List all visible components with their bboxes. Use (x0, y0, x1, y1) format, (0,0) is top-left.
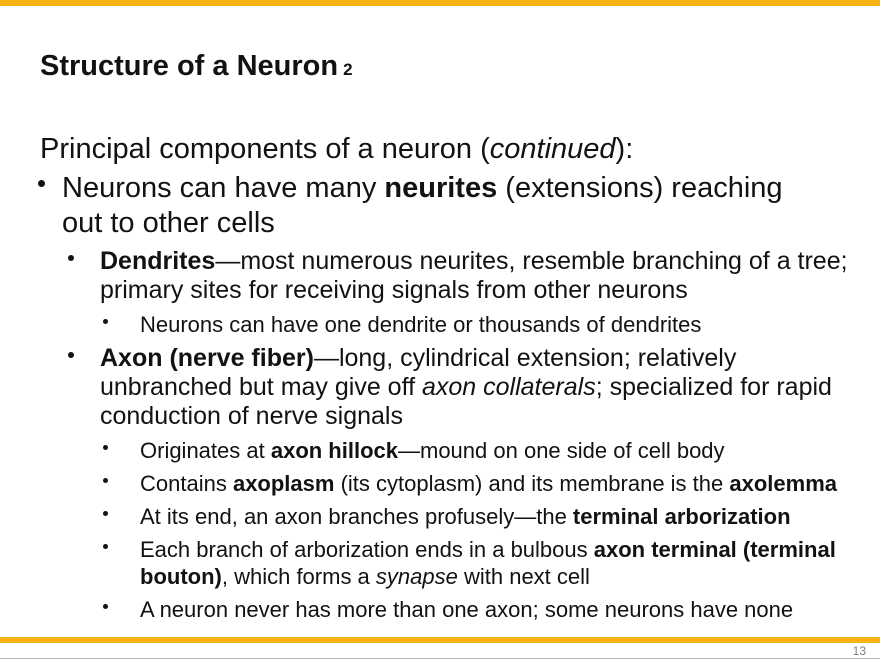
bullet-list: Neurons can have many neurites (extensio… (0, 171, 872, 623)
bullet-marker (103, 503, 140, 516)
top-accent-bar (0, 0, 880, 6)
bullet-dot-icon (103, 445, 108, 450)
bullet-item: Neurons can have many neurites (extensio… (0, 171, 872, 241)
bullet-dot-icon (68, 352, 74, 358)
bullet-marker (103, 437, 140, 450)
bullet-item: Contains axoplasm (its cytoplasm) and it… (0, 470, 872, 497)
bullet-dot-icon (68, 255, 74, 261)
bullet-item: Axon (nerve fiber)—long, cylindrical ext… (0, 344, 872, 431)
bullet-item: Neurons can have one dendrite or thousan… (0, 311, 872, 338)
slide-title-number: 2 (343, 60, 353, 79)
bullet-text: Dendrites—most numerous neurites, resemb… (100, 247, 848, 304)
intro-text: Principal components of a neuron (contin… (40, 133, 634, 165)
bottom-accent-bar (0, 637, 880, 643)
bullet-text: A neuron never has more than one axon; s… (140, 597, 794, 622)
bullet-marker (103, 536, 140, 549)
bullet-marker (68, 344, 100, 358)
bullet-text: Axon (nerve fiber)—long, cylindrical ext… (100, 344, 832, 430)
bullet-item: Originates at axon hillock—mound on one … (0, 437, 872, 464)
bullet-text: Contains axoplasm (its cytoplasm) and it… (140, 471, 837, 496)
bullet-dot-icon (103, 604, 108, 609)
bullet-marker (103, 596, 140, 609)
slide-title-text: Structure of a Neuron (40, 50, 339, 82)
bullet-marker (103, 311, 140, 324)
bullet-dot-icon (103, 511, 108, 516)
footer-divider (0, 658, 880, 659)
bullet-item: Dendrites—most numerous neurites, resemb… (0, 247, 872, 305)
bullet-dot-icon (38, 180, 45, 187)
bullet-dot-icon (103, 478, 108, 483)
bullet-item: At its end, an axon branches profusely—t… (0, 503, 872, 530)
bullet-marker (103, 470, 140, 483)
bullet-dot-icon (103, 319, 108, 324)
bullet-marker (38, 171, 62, 187)
bullet-item: A neuron never has more than one axon; s… (0, 596, 872, 623)
bullet-marker (68, 247, 100, 261)
bullet-text: At its end, an axon branches profusely—t… (140, 504, 791, 529)
page-number: 13 (852, 644, 866, 658)
bullet-text: Originates at axon hillock—mound on one … (140, 438, 725, 463)
bullet-text: Each branch of arborization ends in a bu… (140, 537, 836, 589)
bullet-text: Neurons can have one dendrite or thousan… (140, 312, 702, 337)
bullet-text: Neurons can have many neurites (extensio… (62, 172, 783, 239)
bullet-dot-icon (103, 544, 108, 549)
bullet-item: Each branch of arborization ends in a bu… (0, 536, 872, 590)
